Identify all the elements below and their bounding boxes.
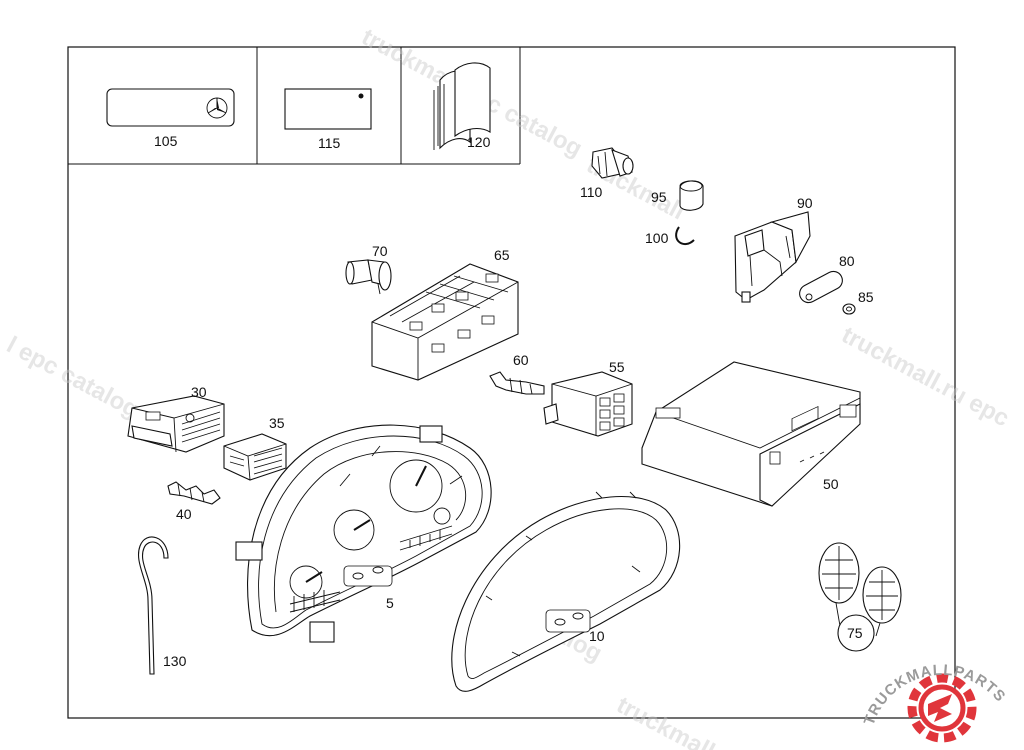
- tachograph-icon: [641, 361, 861, 507]
- part-label-10: 10: [589, 628, 605, 644]
- watermark-text: truckmall.ru epc: [837, 321, 1013, 432]
- watermark-text: l epc catalog: [2, 331, 143, 423]
- part-label-110: 110: [580, 184, 603, 200]
- part-95[interactable]: 95: [651, 180, 704, 211]
- part-85[interactable]: 85: [842, 289, 874, 315]
- placard-star-icon: [206, 97, 228, 119]
- holder-icon: [734, 211, 811, 303]
- part-label-130: 130: [163, 653, 187, 669]
- part-105[interactable]: 105: [106, 88, 235, 149]
- part-label-95: 95: [651, 189, 667, 205]
- part-55[interactable]: 55: [543, 359, 633, 437]
- terminal-icon: [489, 371, 545, 395]
- part-90[interactable]: 90: [734, 195, 813, 303]
- plug-icon: [223, 433, 287, 481]
- part-label-85: 85: [858, 289, 874, 305]
- plug-icon: [543, 371, 633, 437]
- dial-faces-icon: [818, 542, 902, 652]
- cover-icon: [799, 270, 843, 304]
- part-115[interactable]: 115: [284, 88, 372, 151]
- part-label-105: 105: [154, 133, 178, 149]
- part-label-65: 65: [494, 247, 510, 263]
- socket-icon: [591, 147, 634, 179]
- connector-icon: [127, 395, 225, 453]
- nut-icon: [842, 303, 856, 315]
- hook-tool-icon: [138, 536, 169, 675]
- part-label-60: 60: [513, 352, 529, 368]
- placard-icon: [358, 93, 364, 99]
- part-label-90: 90: [797, 195, 813, 211]
- part-label-5: 5: [386, 595, 394, 611]
- part-30[interactable]: 30: [127, 384, 225, 453]
- part-10[interactable]: 10: [451, 491, 681, 692]
- gear-icon: [907, 673, 977, 743]
- cluster-frame-icon: [451, 491, 681, 692]
- part-50[interactable]: 50: [641, 361, 861, 507]
- instrument-cluster-icon: [235, 424, 492, 643]
- part-120[interactable]: 120: [433, 62, 491, 150]
- part-label-115: 115: [318, 135, 341, 151]
- part-label-80: 80: [839, 253, 855, 269]
- part-label-120: 120: [467, 134, 491, 150]
- part-130[interactable]: 130: [138, 536, 187, 675]
- diagram-frame: [67, 46, 956, 719]
- booklet-icon: [433, 62, 491, 150]
- part-label-70: 70: [372, 243, 388, 259]
- part-65[interactable]: 65: [371, 247, 519, 381]
- brand-logo: TRUCKMALLPARTS: [861, 662, 1008, 743]
- part-label-40: 40: [176, 506, 192, 522]
- part-70[interactable]: 70: [345, 243, 392, 295]
- contact-strip-icon: [167, 481, 221, 505]
- part-label-50: 50: [823, 476, 839, 492]
- part-75[interactable]: 75: [818, 542, 902, 652]
- part-label-75: 75: [847, 625, 863, 641]
- part-label-100: 100: [645, 230, 669, 246]
- connector-housing-icon: [371, 263, 519, 381]
- part-label-35: 35: [269, 415, 285, 431]
- part-label-55: 55: [609, 359, 625, 375]
- watermark-text: truckmall.ru: [612, 691, 746, 750]
- part-5[interactable]: 5: [235, 424, 492, 643]
- part-35[interactable]: 35: [223, 415, 287, 481]
- part-label-30: 30: [191, 384, 207, 400]
- part-60[interactable]: 60: [489, 352, 545, 395]
- bulb-socket-icon: [345, 259, 392, 295]
- part-40[interactable]: 40: [167, 481, 221, 522]
- ring-icon: [675, 226, 695, 246]
- part-80[interactable]: 80: [796, 253, 855, 306]
- part-110[interactable]: 110: [580, 147, 634, 200]
- part-100[interactable]: 100: [645, 226, 695, 246]
- cap-icon: [679, 180, 704, 211]
